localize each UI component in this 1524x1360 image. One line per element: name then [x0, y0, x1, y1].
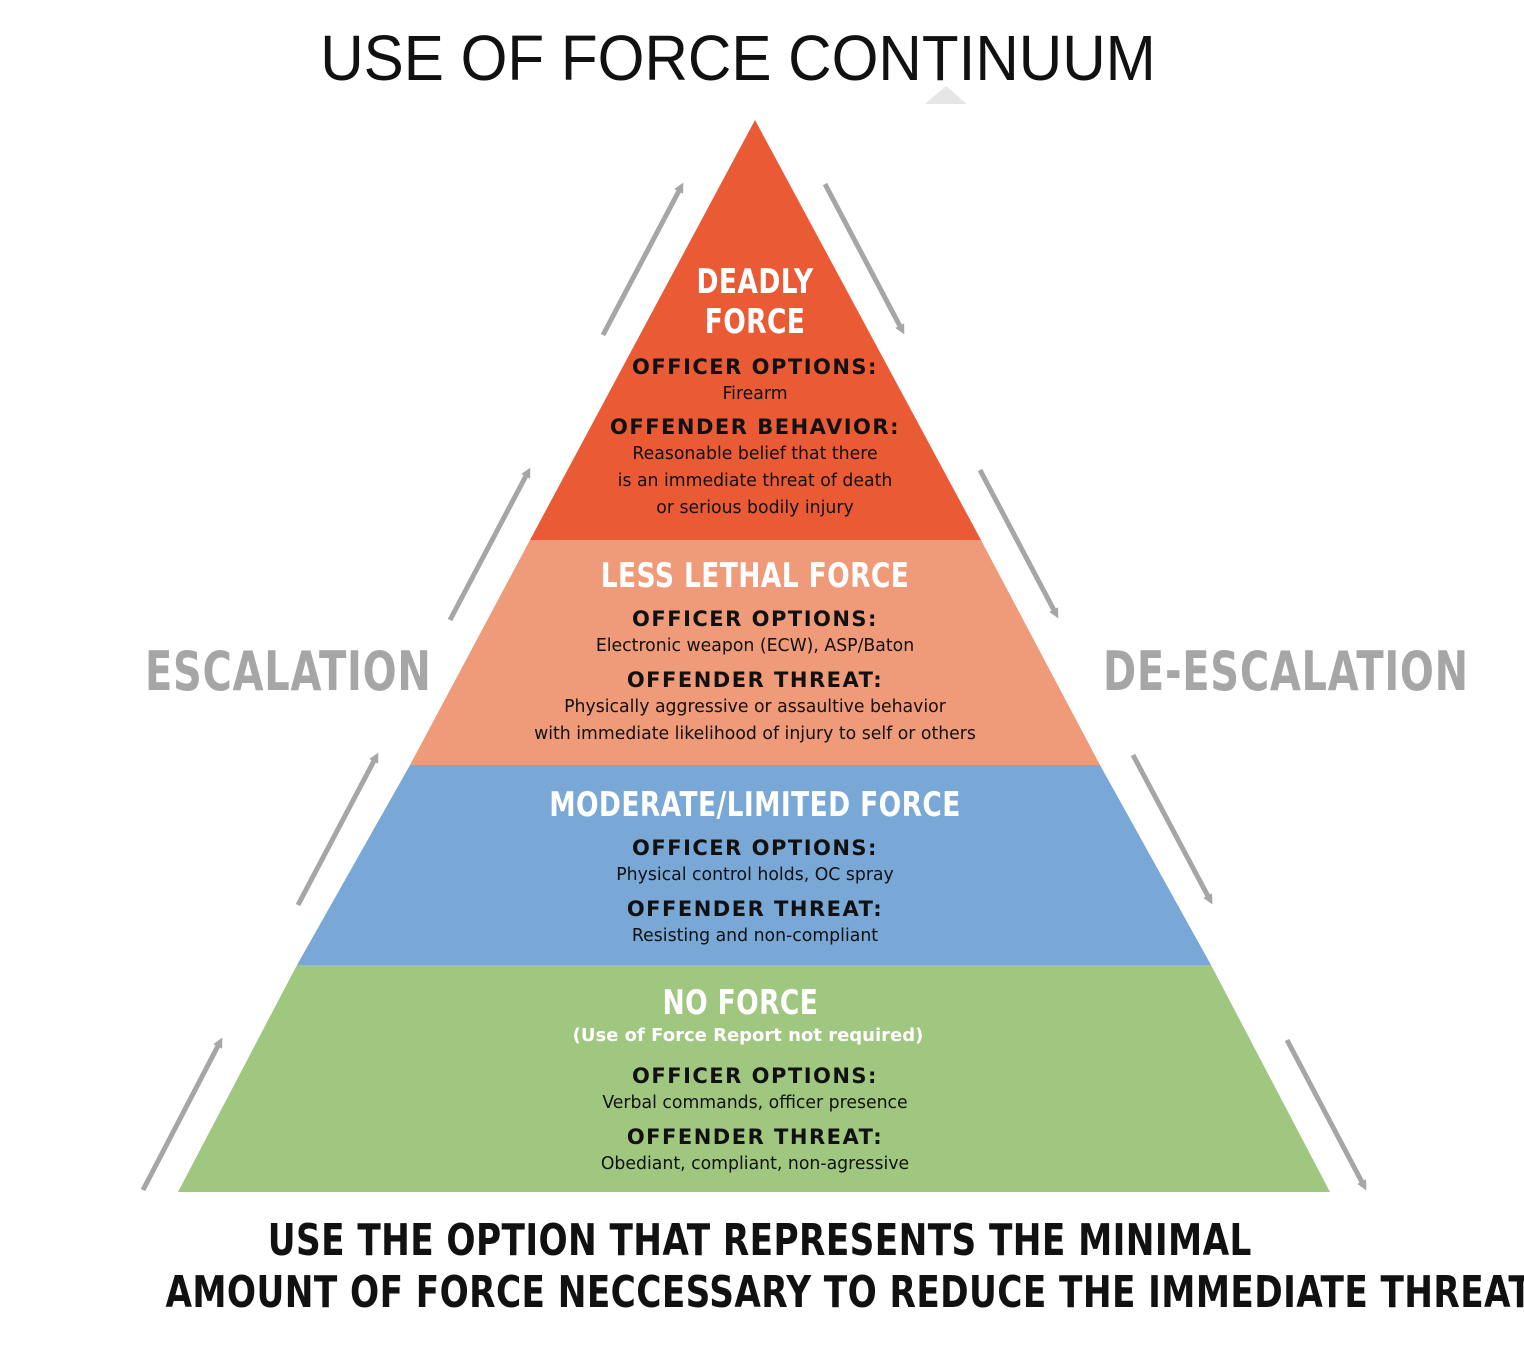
- officer-options-text: Physical control holds, OC spray: [616, 864, 894, 885]
- footer-line-1: USE THE OPTION THAT REPRESENTS THE MINIM…: [267, 1215, 1252, 1266]
- top-marker-shape: [925, 86, 967, 104]
- de-escalation-arrow-down: [1130, 753, 1213, 905]
- escalation-arrow-up: [600, 182, 684, 337]
- de-escalation-label: DE-ESCALATION: [1103, 640, 1469, 703]
- tier-less-lethal-force: LESS LETHAL FORCE OFFICER OPTIONS: Elect…: [455, 556, 1055, 747]
- tier-no-force-shape: [178, 965, 1330, 1192]
- tier-less-lethal-force-shape: [410, 540, 1100, 765]
- offender-threat-text: Physically aggressive or assaultive beha…: [564, 696, 946, 717]
- officer-options-heading: OFFICER OPTIONS:: [632, 1064, 878, 1088]
- tier-title: DEADLY: [696, 262, 814, 302]
- footer-line-2: AMOUNT OF FORCE NECCESSARY TO REDUCE THE…: [165, 1267, 1524, 1318]
- tier-deadly-force-shape: [530, 120, 981, 540]
- offender-threat-heading: OFFENDER THREAT:: [626, 1125, 884, 1149]
- escalation-label: ESCALATION: [145, 640, 432, 703]
- offender-threat-text: with immediate likelihood of injury to s…: [534, 723, 976, 744]
- tier-title: FORCE: [704, 302, 806, 342]
- officer-options-heading: OFFICER OPTIONS:: [632, 836, 878, 860]
- escalation-arrow-up: [447, 467, 531, 622]
- offender-threat-heading: OFFENDER THREAT:: [626, 668, 884, 692]
- tier-moderate-force-shape: [297, 765, 1211, 965]
- page-title: USE OF FORCE CONTINUUM: [320, 22, 1156, 94]
- offender-threat-text: Obediant, compliant, non-agressive: [600, 1153, 910, 1174]
- officer-options-text: Verbal commands, officer presence: [602, 1092, 908, 1113]
- tier-moderate-limited-force: MODERATE/LIMITED FORCE OFFICER OPTIONS: …: [405, 785, 1105, 949]
- officer-options-text: Electronic weapon (ECW), ASP/Baton: [595, 635, 915, 656]
- officer-options-text: Firearm: [722, 383, 788, 404]
- offender-threat-text: Resisting and non-compliant: [631, 925, 879, 946]
- tier-deadly-force: DEADLY FORCE OFFICER OPTIONS: Firearm OF…: [555, 262, 955, 521]
- offender-behavior-text: or serious bodily injury: [656, 497, 854, 518]
- tier-no-force: NO FORCE (Use of Force Report not requir…: [405, 983, 1105, 1177]
- de-escalation-arrow-down: [822, 182, 905, 335]
- tier-title: LESS LETHAL FORCE: [600, 556, 910, 596]
- tier-title: NO FORCE: [662, 983, 819, 1023]
- de-escalation-arrows: [822, 182, 1367, 1191]
- officer-options-heading: OFFICER OPTIONS:: [632, 355, 878, 379]
- escalation-arrows: [140, 182, 684, 1192]
- offender-threat-heading: OFFENDER THREAT:: [626, 897, 884, 921]
- de-escalation-arrow-down: [977, 468, 1059, 619]
- offender-behavior-text: Reasonable belief that there: [632, 443, 878, 464]
- escalation-arrow-up: [140, 1037, 223, 1192]
- officer-options-heading: OFFICER OPTIONS:: [632, 607, 878, 631]
- de-escalation-arrow-down: [1284, 1038, 1367, 1191]
- report-not-required-note: (Use of Force Report not required): [572, 1025, 924, 1046]
- offender-behavior-heading: OFFENDER BEHAVIOR:: [610, 415, 900, 439]
- offender-behavior-text: is an immediate threat of death: [617, 470, 893, 491]
- tier-title: MODERATE/LIMITED FORCE: [549, 785, 961, 825]
- escalation-arrow-up: [295, 752, 379, 907]
